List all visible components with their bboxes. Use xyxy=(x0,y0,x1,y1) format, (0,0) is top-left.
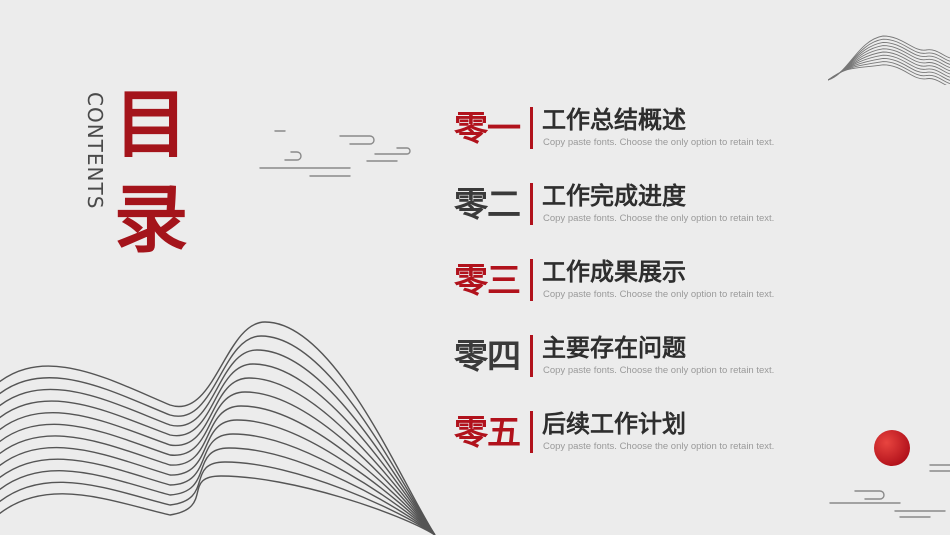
title-char-2: 录 xyxy=(114,177,188,263)
agenda-divider xyxy=(530,335,533,377)
red-sun-icon xyxy=(874,430,910,466)
agenda-number-1: 零一 xyxy=(454,109,521,149)
mountain-line xyxy=(0,349,436,535)
agenda-item-1[interactable]: 零一 工作总结概述 Copy paste fonts. Choose the o… xyxy=(454,105,854,157)
contents-label: CONTENTS xyxy=(83,92,107,210)
mountain-line xyxy=(828,48,950,81)
agenda-divider xyxy=(530,183,533,225)
mountain-line xyxy=(828,54,950,81)
mountain-line xyxy=(0,335,436,535)
agenda-item-5[interactable]: 零五 后续工作计划 Copy paste fonts. Choose the o… xyxy=(454,409,854,461)
mountain-lines-left-icon xyxy=(0,321,436,535)
agenda-number-4: 零四 xyxy=(454,337,521,377)
mountain-line xyxy=(828,45,950,81)
agenda-divider xyxy=(530,411,533,453)
agenda-subtitle-3: Copy paste fonts. Choose the only option… xyxy=(543,289,775,300)
mountain-line xyxy=(0,475,436,535)
mountain-line xyxy=(0,447,436,535)
mountain-line xyxy=(828,57,950,81)
mountain-line xyxy=(0,461,436,535)
title-char-1: 目 xyxy=(114,82,188,168)
mountain-line xyxy=(828,38,950,81)
mountain-line xyxy=(0,391,436,535)
agenda-heading-2: 工作完成进度 xyxy=(542,182,686,210)
mountain-line xyxy=(0,321,436,535)
agenda-number-5: 零五 xyxy=(454,413,521,453)
mountain-line xyxy=(0,419,436,535)
agenda-item-3[interactable]: 零三 工作成果展示 Copy paste fonts. Choose the o… xyxy=(454,257,854,309)
mountain-lines-top-right-icon xyxy=(828,35,950,85)
mountain-line xyxy=(828,64,947,85)
mountain-line xyxy=(828,51,950,81)
mountain-line xyxy=(0,363,436,535)
mountain-line xyxy=(0,377,436,535)
cloud-lines-bottom-right-icon xyxy=(829,464,950,518)
mountain-line xyxy=(0,433,436,535)
agenda-item-4[interactable]: 零四 主要存在问题 Copy paste fonts. Choose the o… xyxy=(454,333,854,385)
mountain-line xyxy=(828,61,950,85)
agenda-heading-4: 主要存在问题 xyxy=(542,334,686,362)
agenda-subtitle-5: Copy paste fonts. Choose the only option… xyxy=(543,441,775,452)
agenda-subtitle-4: Copy paste fonts. Choose the only option… xyxy=(543,365,775,376)
agenda-heading-3: 工作成果展示 xyxy=(542,258,686,286)
cloud-lines-icon xyxy=(259,130,411,177)
agenda-divider xyxy=(530,107,533,149)
agenda-subtitle-1: Copy paste fonts. Choose the only option… xyxy=(543,137,775,148)
agenda-heading-5: 后续工作计划 xyxy=(542,410,686,438)
mountain-line xyxy=(828,41,950,81)
agenda-item-2[interactable]: 零二 工作完成进度 Copy paste fonts. Choose the o… xyxy=(454,181,854,233)
agenda-number-2: 零二 xyxy=(454,185,521,225)
agenda-divider xyxy=(530,259,533,301)
agenda-number-3: 零三 xyxy=(454,261,521,301)
mountain-line xyxy=(828,35,950,81)
agenda-subtitle-2: Copy paste fonts. Choose the only option… xyxy=(543,213,775,224)
mountain-line xyxy=(0,405,436,535)
agenda-heading-1: 工作总结概述 xyxy=(542,106,686,134)
